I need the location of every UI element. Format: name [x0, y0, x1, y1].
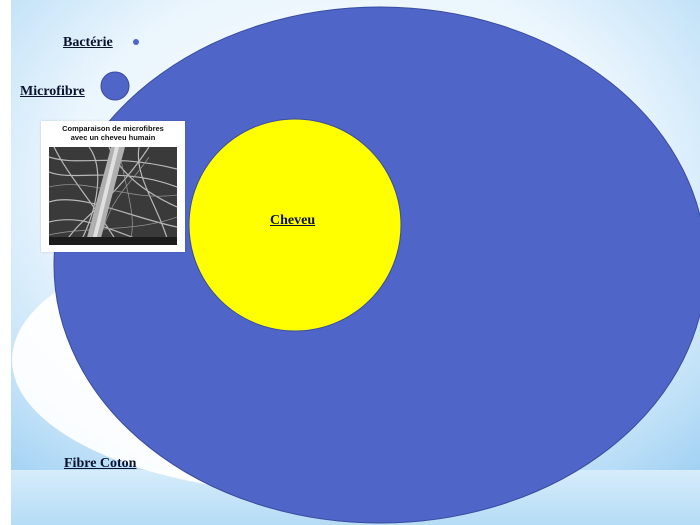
microfibre-label: Microfibre [20, 84, 85, 99]
left-border [0, 0, 11, 525]
micrograph-caption: Comparaison de microfibres avec un cheve… [41, 124, 185, 142]
micrograph-caption-line-2: avec un cheveu humain [70, 133, 156, 142]
microfibre-circle [100, 71, 130, 101]
micrograph-inset: Comparaison de microfibres avec un cheve… [41, 121, 185, 252]
hair-circle [188, 118, 402, 332]
bacteria-label: Bactérie [63, 35, 113, 50]
micrograph-caption-line-1: Comparaison de microfibres [62, 124, 164, 133]
hair-label: Cheveu [270, 213, 316, 228]
micrograph-image [49, 147, 177, 245]
cotton-fibre-label: Fibre Coton [64, 456, 137, 471]
bacteria-circle [133, 39, 139, 45]
